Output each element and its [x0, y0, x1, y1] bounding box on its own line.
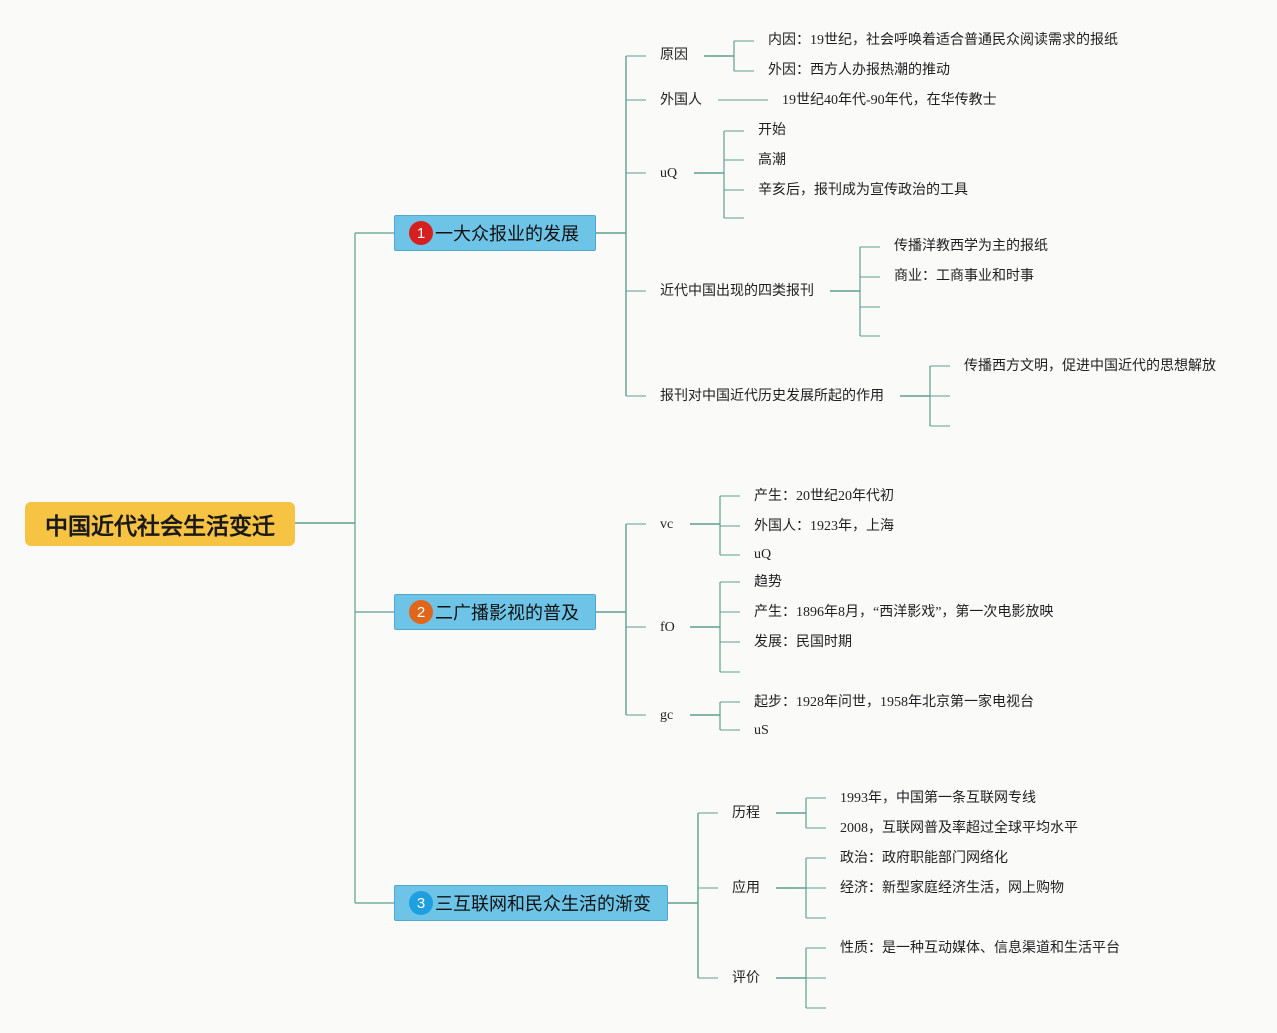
- node-history-2008[interactable]: 2008，互联网普及率超过全球平均水平: [840, 821, 1078, 836]
- node-role[interactable]: 报刊对中国近代历史发展所起的作用: [660, 389, 884, 404]
- node-four-business[interactable]: 商业：工商事业和时事: [894, 269, 1034, 284]
- root-topic[interactable]: 中国近代社会生活变迁: [25, 502, 295, 546]
- node-uq[interactable]: uQ: [660, 166, 678, 181]
- node-role-spread[interactable]: 传播西方文明，促进中国近代的思想解放: [964, 359, 1216, 374]
- node-fo[interactable]: fO: [660, 620, 675, 635]
- branch-title: 一大众报业的发展: [435, 224, 579, 244]
- node-apply-economy[interactable]: 经济：新型家庭经济生活，网上购物: [840, 881, 1064, 896]
- badge-number: 3: [416, 894, 426, 912]
- node-apply-politics[interactable]: 政治：政府职能部门网络化: [840, 851, 1008, 866]
- node-vc-uq[interactable]: uQ: [754, 547, 772, 562]
- node-history[interactable]: 历程: [732, 806, 760, 821]
- branch-newspaper[interactable]: 1 一大众报业的发展: [394, 215, 596, 251]
- node-reason-inner[interactable]: 内因：19世纪，社会呼唤着适合普通民众阅读需求的报纸: [768, 33, 1118, 48]
- number-badge-icon: 1: [409, 221, 433, 245]
- branch-broadcast[interactable]: 2 二广播影视的普及: [394, 594, 596, 630]
- node-vc-origin[interactable]: 产生：20世纪20年代初: [754, 489, 894, 504]
- node-foreigner[interactable]: 外国人: [660, 93, 702, 108]
- node-foreigner-detail[interactable]: 19世纪40年代-90年代，在华传教士: [782, 93, 997, 108]
- number-badge-icon: 3: [409, 891, 433, 915]
- node-four-mission[interactable]: 传播洋教西学为主的报纸: [894, 239, 1048, 254]
- branch-title: 三互联网和民众生活的渐变: [435, 894, 651, 914]
- branch-internet[interactable]: 3 三互联网和民众生活的渐变: [394, 885, 668, 921]
- node-eval-nature[interactable]: 性质：是一种互动媒体、信息渠道和生活平台: [840, 941, 1120, 956]
- node-eval[interactable]: 评价: [732, 971, 760, 986]
- node-gc-start[interactable]: 起步：1928年问世，1958年北京第一家电视台: [754, 695, 1034, 710]
- node-vc-foreigner[interactable]: 外国人：1923年，上海: [754, 519, 894, 534]
- node-history-1993[interactable]: 1993年，中国第一条互联网专线: [840, 791, 1036, 806]
- node-reason-outer[interactable]: 外因：西方人办报热潮的推动: [768, 63, 950, 78]
- badge-number: 2: [416, 603, 426, 621]
- node-vc[interactable]: vc: [660, 517, 674, 532]
- node-fo-develop[interactable]: 发展：民国时期: [754, 635, 852, 650]
- node-uq-start[interactable]: 开始: [758, 123, 786, 138]
- node-reason[interactable]: 原因: [660, 48, 688, 63]
- node-apply[interactable]: 应用: [732, 881, 760, 896]
- node-uq-after[interactable]: 辛亥后，报刊成为宣传政治的工具: [758, 183, 968, 198]
- node-four-types[interactable]: 近代中国出现的四类报刊: [660, 284, 814, 299]
- branch-title: 二广播影视的普及: [435, 603, 579, 623]
- node-fo-origin[interactable]: 产生：1896年8月，“西洋影戏”，第一次电影放映: [754, 605, 1054, 620]
- node-uq-peak[interactable]: 高潮: [758, 153, 786, 168]
- node-fo-trend[interactable]: 趋势: [754, 575, 782, 590]
- node-gc[interactable]: gc: [660, 708, 674, 723]
- badge-number: 1: [416, 224, 426, 242]
- root-title: 中国近代社会生活变迁: [45, 513, 275, 539]
- node-gc-us[interactable]: uS: [754, 723, 769, 738]
- number-badge-icon: 2: [409, 600, 433, 624]
